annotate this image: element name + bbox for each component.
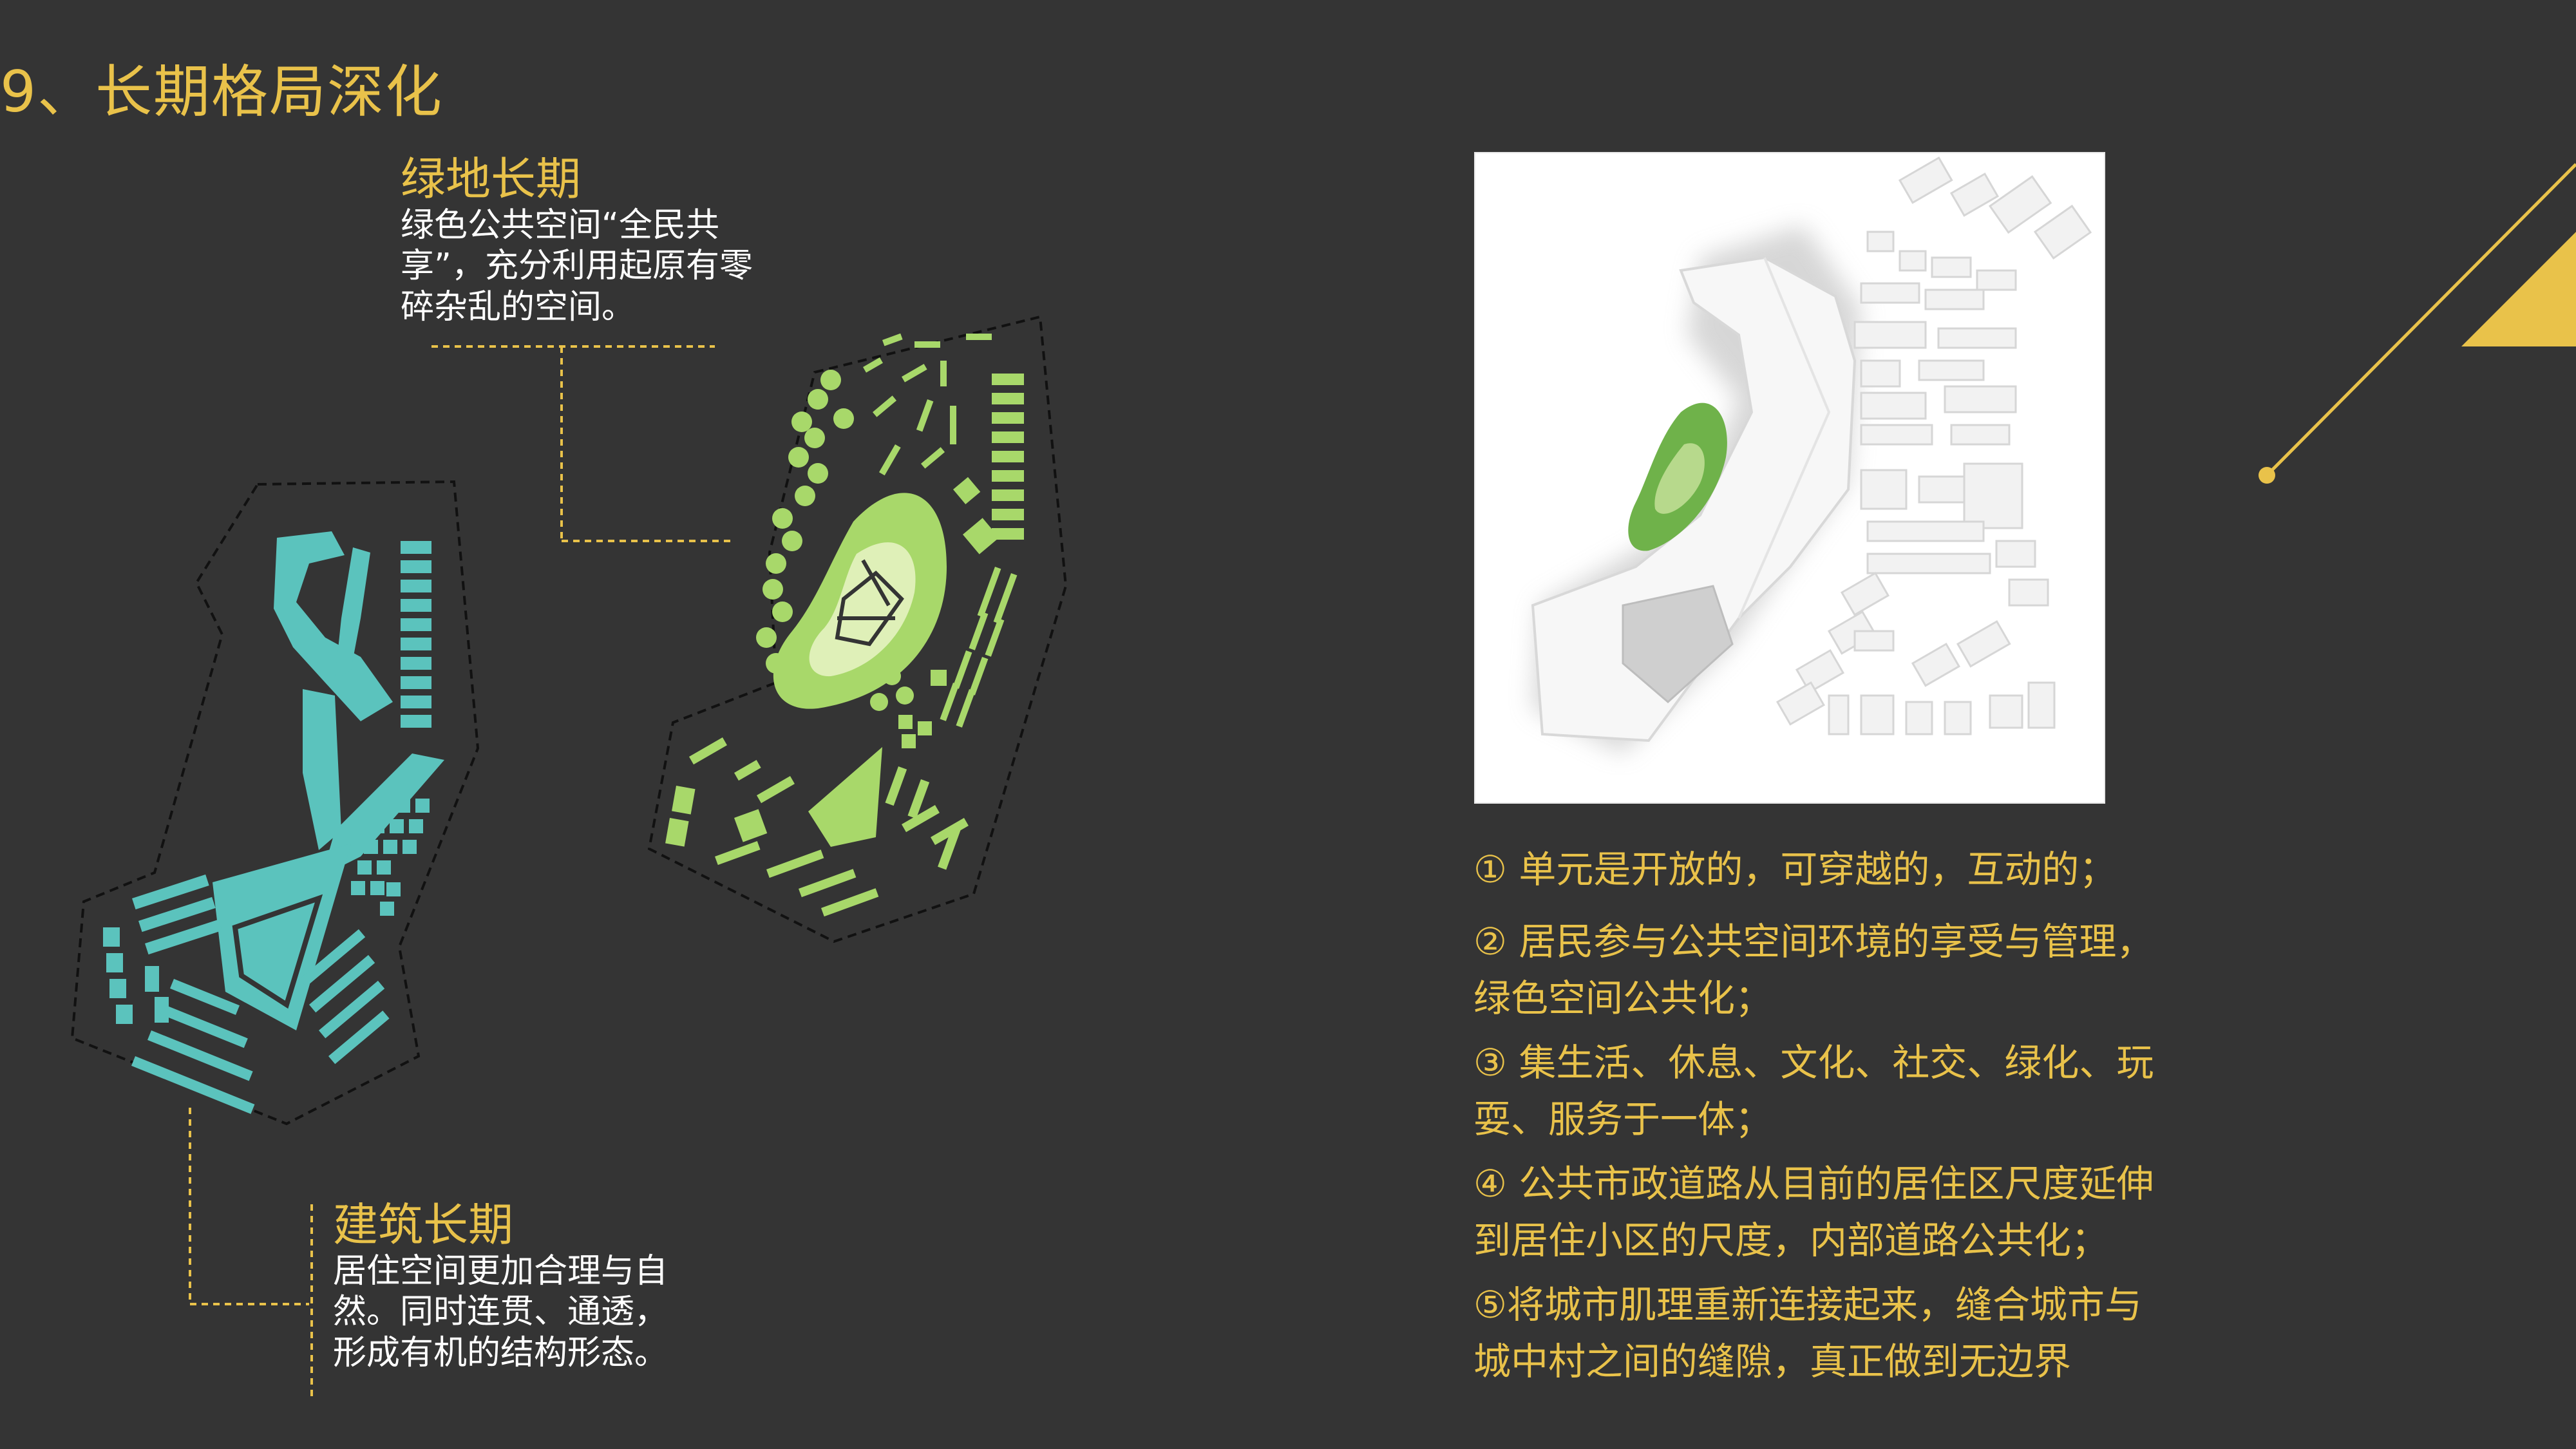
green-space-plan-icon bbox=[647, 315, 1068, 943]
gold-corner-decoration bbox=[2259, 163, 2576, 484]
point-5-line-1: ⑤将城市肌理重新连接起来，缝合城市与 bbox=[1473, 1283, 2142, 1327]
point-2-line-1: ② 居民参与公共空间环境的享受与管理， bbox=[1473, 920, 2154, 963]
green-leader-line bbox=[431, 345, 734, 542]
teal-building-plan-icon bbox=[70, 480, 480, 1126]
green-space-label: 绿地长期 绿色公共空间“全民共享”，充分利用起原有零碎杂乱的空间。 bbox=[401, 153, 761, 328]
point-3: ③ 集生活、休息、文化、社交、绿化、玩 耍、服务于一体； bbox=[1473, 1034, 2154, 1148]
point-1: ① 单元是开放的，可穿越的，互动的； bbox=[1473, 841, 2116, 898]
point-3-line-2: 耍、服务于一体； bbox=[1473, 1097, 1773, 1141]
gold-corner-triangle-icon bbox=[2461, 232, 2576, 346]
point-5: ⑤将城市肌理重新连接起来，缝合城市与 城中村之间的缝隙，真正做到无边界 bbox=[1473, 1276, 2142, 1390]
point-2-line-2: 绿色空间公共化； bbox=[1473, 976, 1773, 1020]
building-leader-line bbox=[189, 1108, 313, 1397]
point-1-line-1: ① 单元是开放的，可穿越的，互动的； bbox=[1473, 848, 2117, 891]
building-heading: 建筑长期 bbox=[333, 1198, 513, 1251]
point-4-line-2: 到居住小区的尺度，内部道路公共化； bbox=[1473, 1218, 2109, 1262]
point-3-line-1: ③ 集生活、休息、文化、社交、绿化、玩 bbox=[1473, 1041, 2154, 1084]
point-4-line-1: ④ 公共市政道路从目前的居住区尺度延伸 bbox=[1473, 1162, 2154, 1206]
building-label: 建筑长期 居住空间更加合理与自然。同时连贯、通透，形成有机的结构形态。 bbox=[333, 1199, 694, 1374]
green-space-description: 绿色公共空间“全民共享”，充分利用起原有零碎杂乱的空间。 bbox=[401, 205, 753, 327]
point-4: ④ 公共市政道路从目前的居住区尺度延伸 到居住小区的尺度，内部道路公共化； bbox=[1473, 1155, 2154, 1269]
point-5-line-2: 城中村之间的缝隙，真正做到无边界 bbox=[1473, 1340, 2072, 1383]
page-title: 9、长期格局深化 bbox=[0, 59, 443, 125]
green-space-heading: 绿地长期 bbox=[401, 153, 581, 205]
site-model-image-icon bbox=[1474, 152, 2105, 804]
building-description: 居住空间更加合理与自然。同时连贯、通透，形成有机的结构形态。 bbox=[333, 1251, 668, 1373]
point-2: ② 居民参与公共空间环境的享受与管理， 绿色空间公共化； bbox=[1473, 913, 2154, 1027]
